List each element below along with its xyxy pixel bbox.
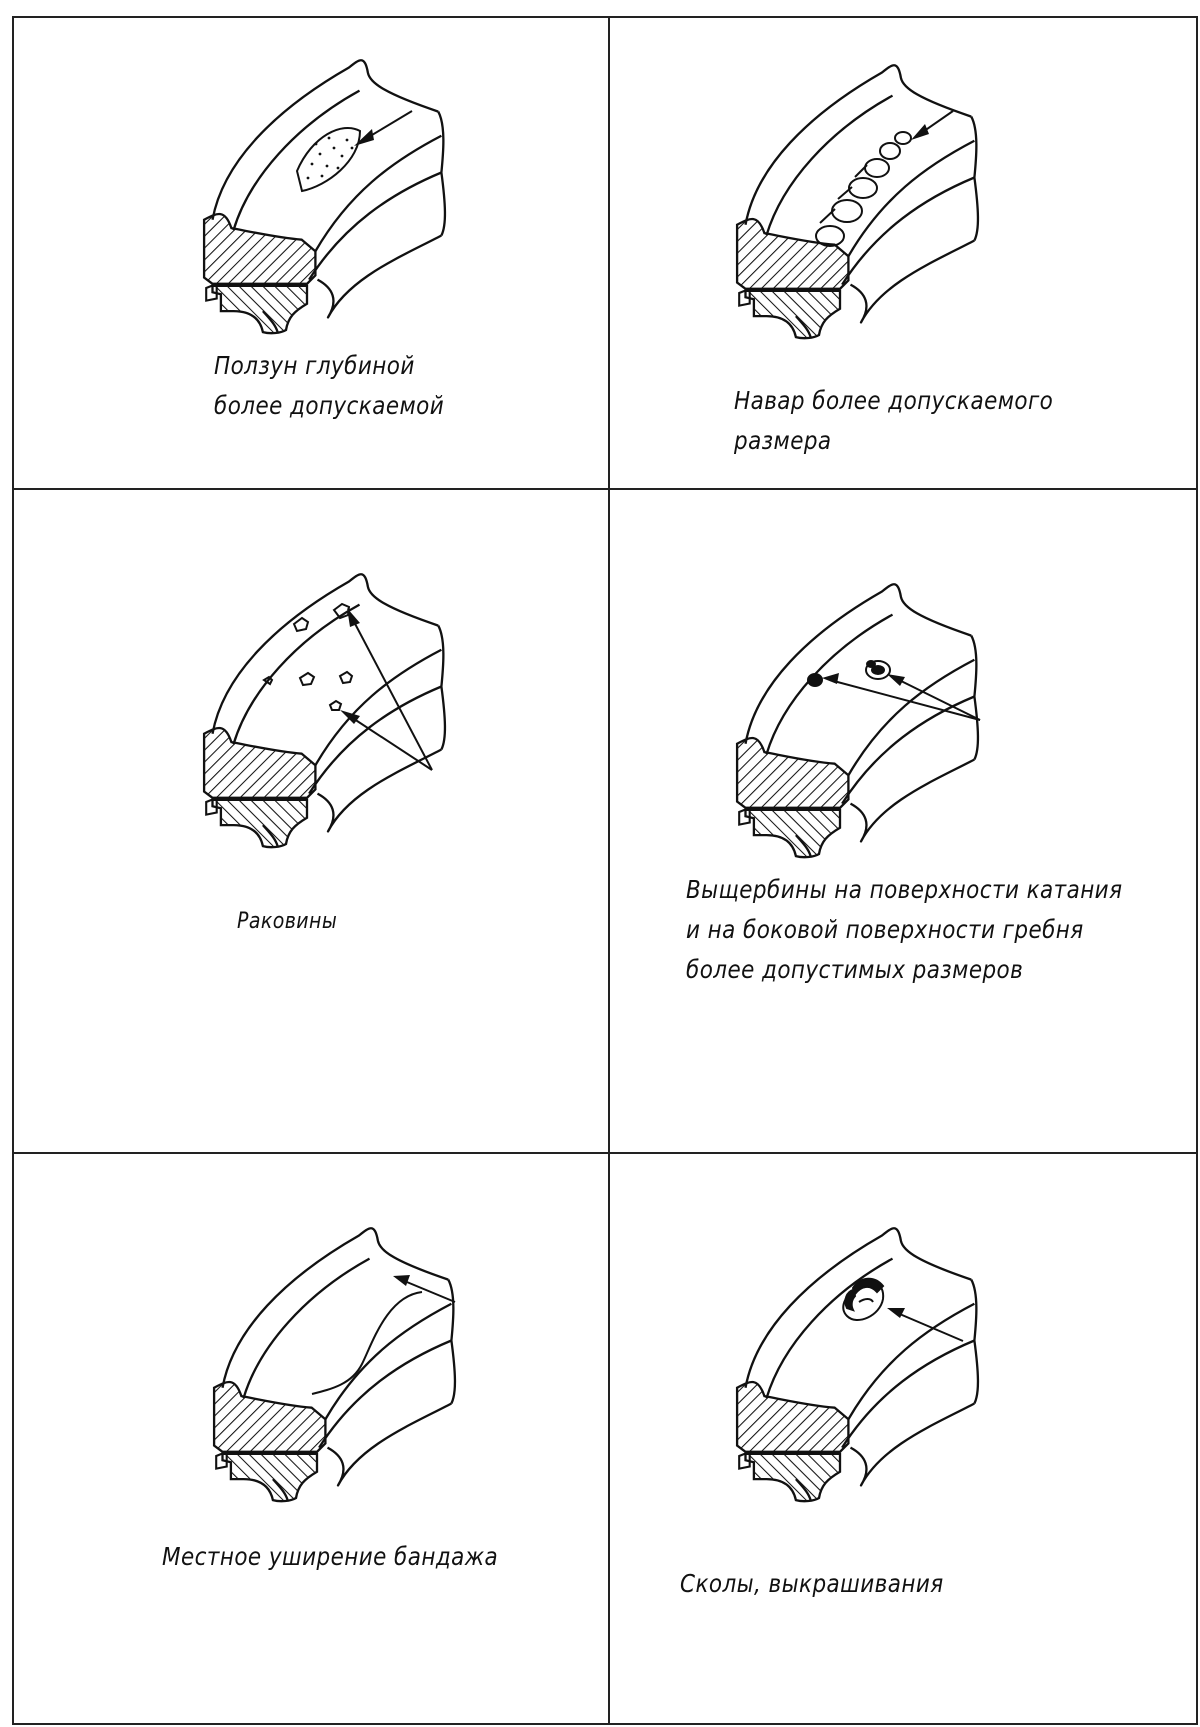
defect-cell-buildup: Навар более допускаемого размера: [610, 16, 1198, 488]
frame-divider-row2: [12, 1152, 1198, 1154]
frame-divider-row1: [12, 488, 1198, 490]
wheel-drawing-buildup: [735, 64, 980, 340]
defect-cell-pits: Выщербины на поверхности катания и на бо…: [610, 490, 1198, 1152]
cavities-mark: [262, 602, 433, 771]
buildup-mark: [815, 110, 954, 247]
wheel-drawing-pits: [735, 583, 980, 859]
pits-mark: [807, 660, 981, 721]
caption-slide: Ползун глубиной более допускаемой: [214, 351, 445, 420]
caption-pits: Выщербины на поверхности катания и на бо…: [686, 875, 1123, 984]
wheel-rim-sketch: [202, 573, 447, 849]
caption-buildup: Навар более допускаемого размера: [734, 386, 1054, 455]
chips-mark: [842, 1277, 964, 1342]
defect-cell-cavities: Раковины: [12, 490, 608, 1152]
wheel-drawing-slide: [202, 59, 447, 335]
wheel-rim-sketch: [735, 64, 980, 340]
wheel-rim-sketch: [202, 59, 447, 335]
frame-top: [12, 16, 1198, 18]
slide-mark: [295, 110, 413, 193]
frame-divider-vertical: [608, 16, 610, 1725]
defect-cell-slide: Ползун глубиной более допускаемой: [12, 16, 608, 488]
frame-bottom: [12, 1723, 1198, 1725]
defect-cell-widening: Местное уширение бандажа: [12, 1154, 608, 1723]
wheel-rim-sketch: [735, 583, 980, 859]
defects-sheet: Ползун глубиной более допускаемой: [12, 16, 1198, 1725]
wheel-drawing-chips: [735, 1227, 980, 1503]
wheel-rim-sketch: [212, 1227, 457, 1503]
defect-cell-chips: Сколы, выкрашивания: [610, 1154, 1198, 1723]
wheel-drawing-cavities: [202, 573, 447, 849]
caption-chips: Сколы, выкрашивания: [680, 1569, 944, 1598]
wheel-rim-sketch: [735, 1227, 980, 1503]
frame-right: [1196, 16, 1198, 1725]
frame-left: [12, 16, 14, 1725]
widening-mark: [311, 1275, 456, 1395]
caption-widening: Местное уширение бандажа: [162, 1542, 499, 1571]
wheel-drawing-widening: [212, 1227, 457, 1503]
caption-cavities: Раковины: [237, 909, 338, 934]
